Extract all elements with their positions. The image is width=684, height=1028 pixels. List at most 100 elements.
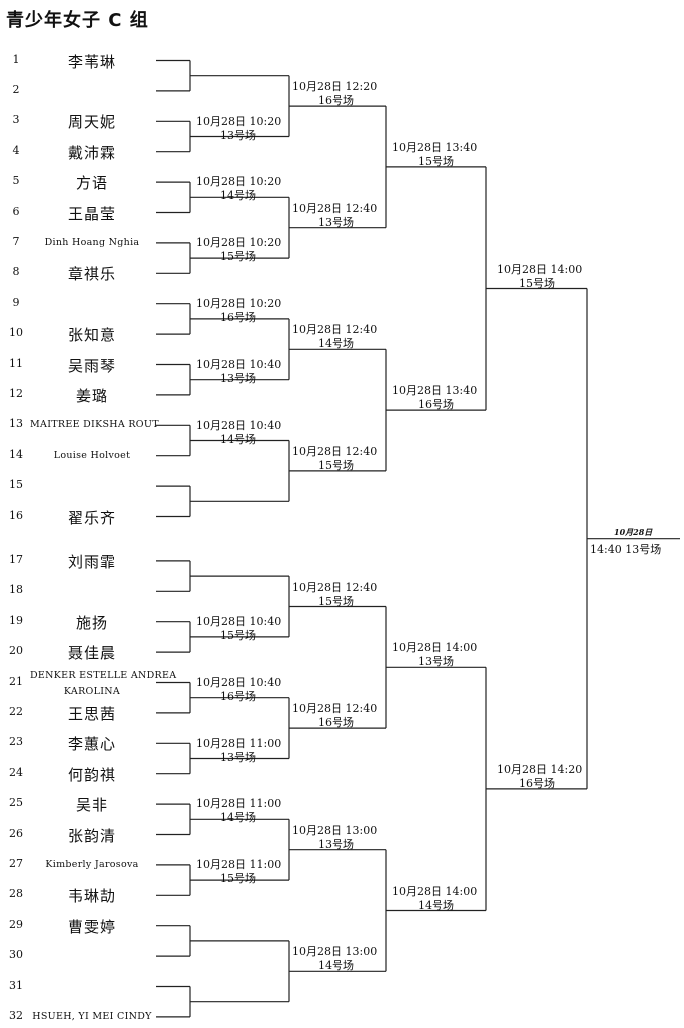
match-date: 10月28日 11:00 <box>196 858 282 872</box>
player-name: Dinh Hoang Nghia <box>44 236 140 248</box>
match-date: 10月28日 14:00 <box>392 641 478 655</box>
match-date: 10月28日 10:20 <box>196 114 282 128</box>
match-date: 10月28日 10:40 <box>196 357 282 371</box>
match-venue: 13号场 <box>318 215 354 229</box>
seed-number: 13 <box>9 417 23 431</box>
bracket-title: 青少年女子 C 组 <box>6 10 149 31</box>
match-venue: 14号场 <box>220 811 256 825</box>
player-name: HSUEH, YI MEI CINDY <box>32 1010 152 1022</box>
player-name: 张韵清 <box>67 826 116 845</box>
player-name: 何韵祺 <box>67 765 116 784</box>
seed-number: 8 <box>12 265 20 279</box>
seed-number: 27 <box>9 856 23 870</box>
seed-number: 21 <box>9 674 23 688</box>
match-date: 10月28日 13:00 <box>292 823 378 837</box>
player-name: Louise Holvoet <box>53 449 131 461</box>
match-date: 10月28日 12:20 <box>292 80 378 94</box>
player-name: MAITREE DIKSHA ROUT <box>30 419 159 431</box>
player-name: 李蕙心 <box>67 735 116 754</box>
player-name: 刘雨霏 <box>67 552 116 571</box>
player-name: 韦琳劼 <box>67 887 116 906</box>
seed-number: 20 <box>9 644 23 658</box>
match-venue: 13号场 <box>220 128 256 142</box>
match-venue: 16号场 <box>418 398 454 412</box>
match-venue: 14号场 <box>220 189 256 203</box>
match-date: 10月28日 10:40 <box>196 614 282 628</box>
seed-number: 32 <box>9 1008 23 1022</box>
match-venue: 13号场 <box>318 837 354 851</box>
player-name: 施扬 <box>75 613 108 632</box>
match-date: 10月28日 11:00 <box>196 736 282 750</box>
player-name: 翟乐齐 <box>67 508 116 527</box>
player-name: 方语 <box>75 174 108 193</box>
player-name-continued: KAROLINA <box>63 685 121 697</box>
seed-number: 23 <box>9 735 23 749</box>
player-name: 王思茜 <box>67 704 116 723</box>
match-venue: 16号场 <box>220 310 256 324</box>
seed-number: 14 <box>9 447 23 461</box>
match-date: 10月28日 13:40 <box>392 384 478 398</box>
match-date: 10月28日 10:40 <box>196 675 282 689</box>
player-name: 曹雯婷 <box>67 917 116 936</box>
player-name: 吴雨琴 <box>67 356 116 375</box>
player-name: 王晶莹 <box>67 204 116 223</box>
seed-number: 10 <box>9 326 23 340</box>
match-date: 10月28日 14:00 <box>392 884 478 898</box>
match-date: 10月28日 10:20 <box>196 236 282 250</box>
seed-number: 31 <box>9 978 23 992</box>
seed-number: 6 <box>12 204 20 218</box>
seed-number: 3 <box>12 113 20 127</box>
seed-number: 22 <box>9 704 23 718</box>
player-name: 吴非 <box>75 796 108 815</box>
seed-number: 12 <box>9 386 23 400</box>
final-date: 10月28日 <box>614 526 653 537</box>
match-venue: 13号场 <box>220 750 256 764</box>
seed-number: 2 <box>12 82 20 96</box>
player-name: 李苇琳 <box>67 52 116 71</box>
match-venue: 14号场 <box>318 959 354 973</box>
match-venue: 13号场 <box>220 371 256 385</box>
seed-number: 28 <box>9 887 23 901</box>
player-name: 周天妮 <box>67 113 116 132</box>
seed-number: 19 <box>9 613 23 627</box>
player-name: 张知意 <box>67 326 116 345</box>
seed-number: 11 <box>9 356 23 370</box>
match-venue: 16号场 <box>220 689 256 703</box>
seed-number: 30 <box>9 948 23 962</box>
match-venue: 14号场 <box>318 337 354 351</box>
match-date: 10月28日 14:20 <box>497 762 583 776</box>
match-date: 10月28日 11:00 <box>196 797 282 811</box>
seed-number: 7 <box>12 234 20 248</box>
seed-number: 1 <box>12 52 20 66</box>
match-venue: 15号场 <box>318 594 354 608</box>
match-venue: 16号场 <box>318 94 354 108</box>
seed-number: 26 <box>9 826 23 840</box>
match-date: 10月28日 12:40 <box>292 201 378 215</box>
match-date: 10月28日 10:20 <box>196 175 282 189</box>
match-date: 10月28日 10:20 <box>196 296 282 310</box>
match-date: 10月28日 12:40 <box>292 702 378 716</box>
player-name: 聂佳晨 <box>67 644 116 663</box>
match-date: 10月28日 13:00 <box>292 945 378 959</box>
match-date: 10月28日 14:00 <box>497 262 583 276</box>
seed-number: 15 <box>9 478 23 492</box>
match-date: 10月28日 12:40 <box>292 323 378 337</box>
match-venue: 15号场 <box>318 458 354 472</box>
match-date: 10月28日 12:40 <box>292 580 378 594</box>
seed-number: 24 <box>9 765 23 779</box>
seed-number: 9 <box>12 295 20 309</box>
match-venue: 16号场 <box>519 776 555 790</box>
match-venue: 15号场 <box>220 250 256 264</box>
player-name: 姜璐 <box>75 386 108 405</box>
player-name: DENKER ESTELLE ANDREA <box>30 669 177 681</box>
match-venue: 13号场 <box>418 655 454 669</box>
seed-number: 29 <box>9 917 23 931</box>
match-date: 10月28日 10:40 <box>196 418 282 432</box>
match-date: 10月28日 13:40 <box>392 140 478 154</box>
seed-number: 25 <box>9 796 23 810</box>
player-name: Kimberly Jarosova <box>45 858 139 870</box>
seed-number: 18 <box>9 583 23 597</box>
match-venue: 15号场 <box>220 628 256 642</box>
match-venue: 15号场 <box>220 872 256 886</box>
